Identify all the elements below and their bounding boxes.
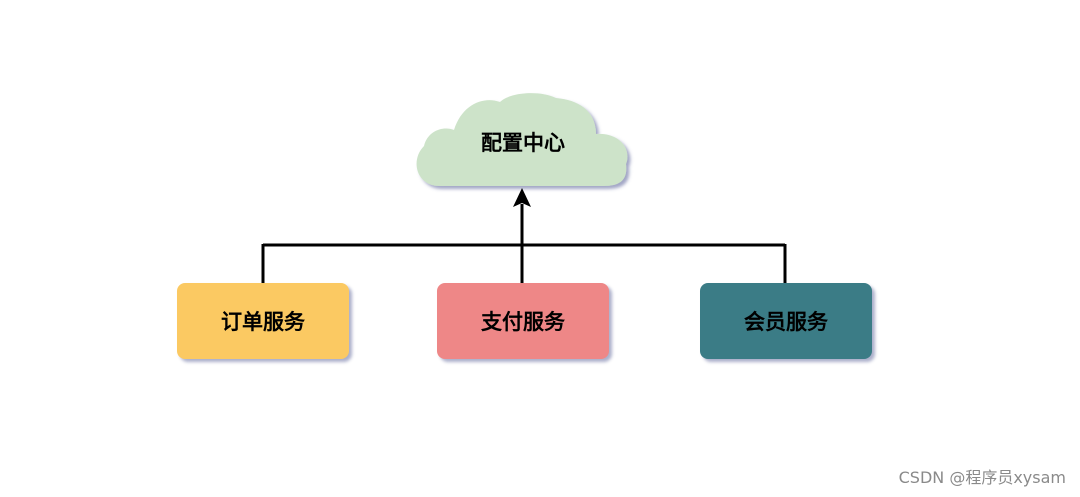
arrow-head <box>513 188 531 207</box>
connector-lines <box>261 204 787 283</box>
config-center-label: 配置中心 <box>481 131 565 155</box>
config-center-cloud <box>416 93 628 186</box>
payment-service-box: 支付服务 <box>437 283 609 359</box>
cloud-shape <box>416 93 628 186</box>
watermark: CSDN @程序员xysam <box>898 468 1066 487</box>
order-service-box: 订单服务 <box>177 283 349 359</box>
member-service-box: 会员服务 <box>700 283 872 359</box>
